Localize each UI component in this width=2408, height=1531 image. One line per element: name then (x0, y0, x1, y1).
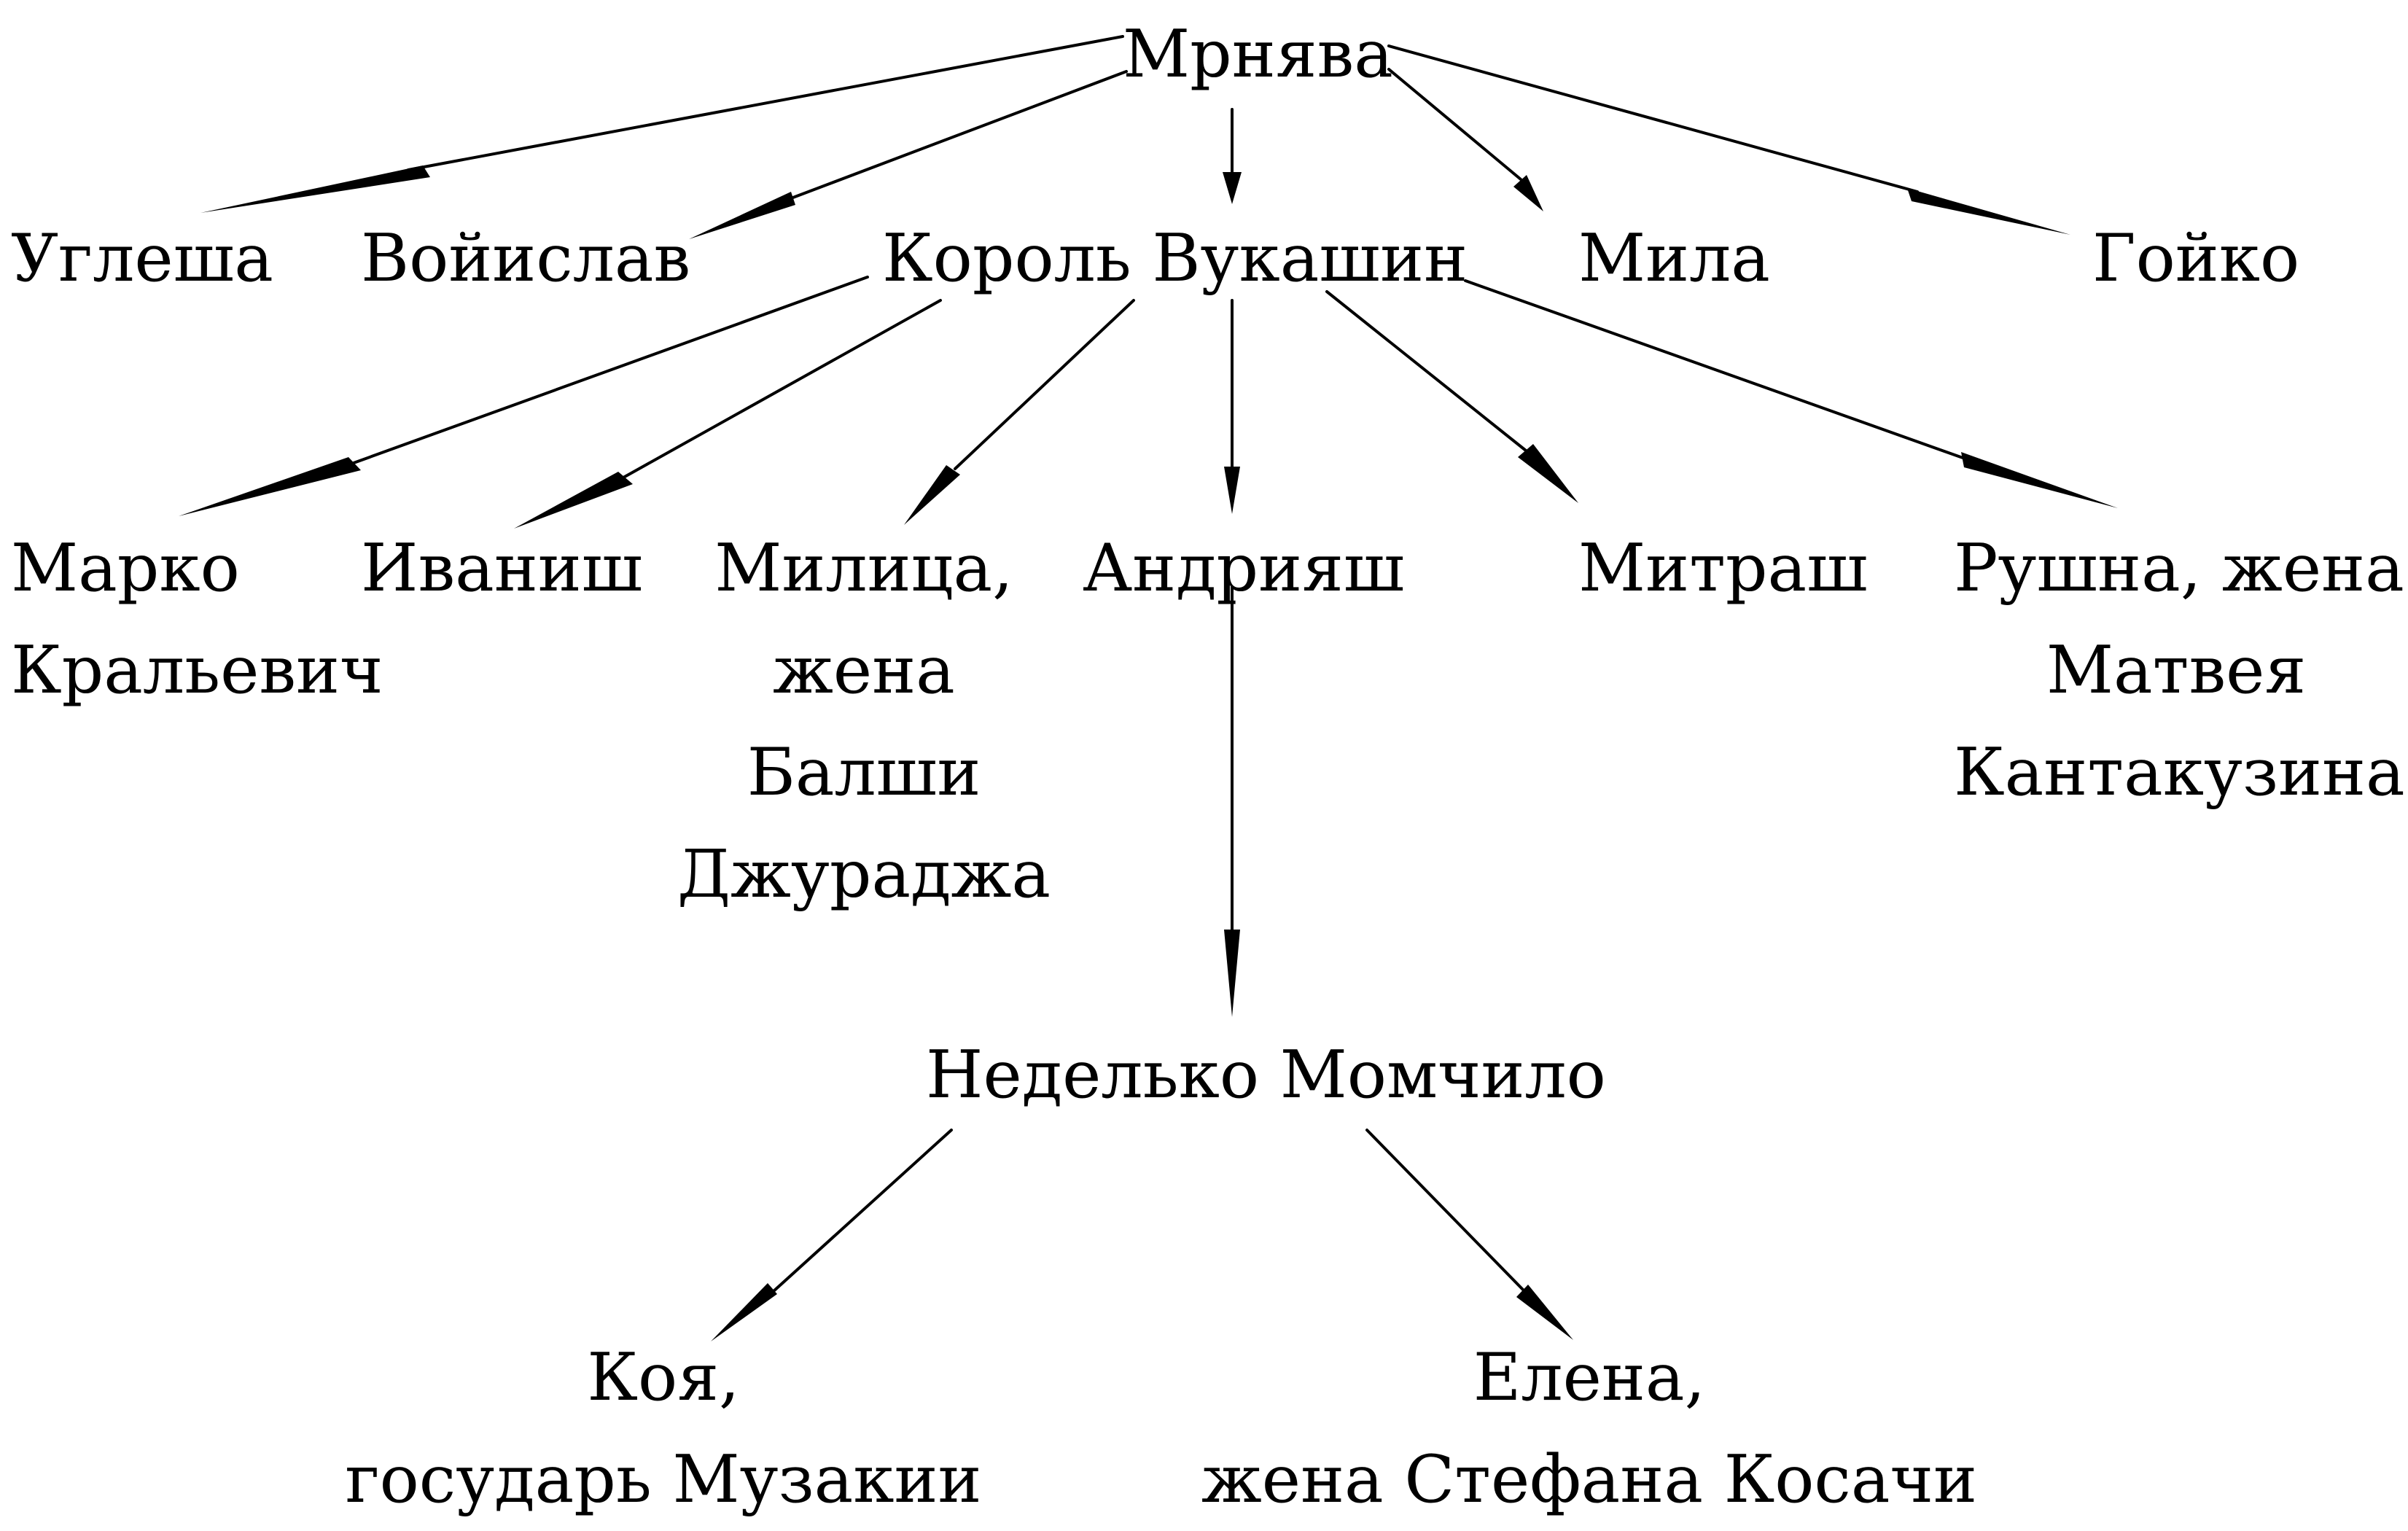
node-rushna-line-3: Кантакузина (1954, 734, 2405, 811)
node-mila: Мила (1578, 208, 1775, 310)
node-goyko: Гойко (2092, 208, 2311, 310)
node-vukashin: Король Вукашин (882, 208, 1468, 310)
edge-vukashin-rushna (1464, 279, 2118, 508)
node-marko-line-1: Марко (11, 530, 240, 607)
edge-vukashin-mitrash (1325, 290, 1578, 503)
edge-nedelko-koya (711, 1129, 953, 1341)
edge-mrnyava-voyislav (689, 70, 1128, 239)
node-elena-line-2: жена Стефана Косачи (1201, 1441, 1977, 1518)
edge-mrnyava-goyko (1387, 44, 2070, 235)
edge-andriyash-nedelko (1224, 585, 1240, 1017)
node-militsa-line-1: Милица, (714, 530, 1013, 607)
edge-mrnyava-uglesha (200, 35, 1124, 213)
edge-vukashin-militsa (904, 299, 1135, 525)
node-mila-label: Мила (1578, 220, 1770, 297)
node-rushna-line-1: Рушна, жена (1954, 530, 2404, 607)
node-elena-line-1: Елена, (1473, 1339, 1706, 1416)
node-vukashin-label: Король Вукашин (882, 220, 1468, 297)
node-militsa-line-3: Балши (747, 734, 981, 811)
node-elena: Елена, жена Стефана Косачи (1196, 1327, 1983, 1531)
node-ivanish-label: Иваниш (361, 530, 643, 607)
edge-mrnyava-mila (1387, 68, 1543, 211)
edge-nedelko-elena (1365, 1129, 1573, 1340)
node-nedelko: Неделько Момчило (926, 1024, 1606, 1126)
node-marko-line-2: Кральевич (11, 632, 383, 709)
node-militsa-line-2: жена (773, 632, 955, 709)
node-uglesha: Углеша (11, 208, 273, 310)
node-uglesha-label: Углеша (11, 220, 273, 297)
node-rushna: Рушна, жена Матвея Кантакузина (1954, 518, 2405, 824)
node-voyislav-label: Войислав (361, 220, 691, 297)
edge-vukashin-ivanish (514, 299, 942, 529)
node-koya-line-1: Коя, (587, 1339, 740, 1416)
node-goyko-label: Гойко (2092, 220, 2300, 297)
node-andriyash-label: Андрияш (1083, 530, 1405, 607)
node-rushna-line-2: Матвея (2046, 632, 2307, 709)
edge-vukashin-andriyash (1224, 299, 1240, 514)
node-koya-line-2: государь Музакии (345, 1441, 982, 1518)
node-mitrash-label: Митраш (1578, 530, 1868, 607)
edge-vukashin-marko (179, 276, 869, 516)
node-koya: Коя, государь Музакии (343, 1327, 984, 1531)
node-militsa: Милица, жена Балши Джураджа (671, 518, 1057, 926)
node-voyislav: Войислав (361, 208, 691, 310)
node-mrnyava: Мрнява (1123, 4, 1393, 106)
node-ivanish: Иваниш (361, 518, 643, 620)
edge-mrnyava-vukashin (1223, 108, 1242, 204)
node-marko: Марко Кральевич (11, 518, 383, 722)
node-mitrash: Митраш (1578, 518, 1870, 620)
node-militsa-line-4: Джураджа (677, 836, 1051, 913)
node-nedelko-label: Неделько Момчило (926, 1037, 1606, 1113)
node-andriyash: Андрияш (1083, 518, 1405, 620)
node-mrnyava-label: Мрнява (1123, 16, 1393, 93)
